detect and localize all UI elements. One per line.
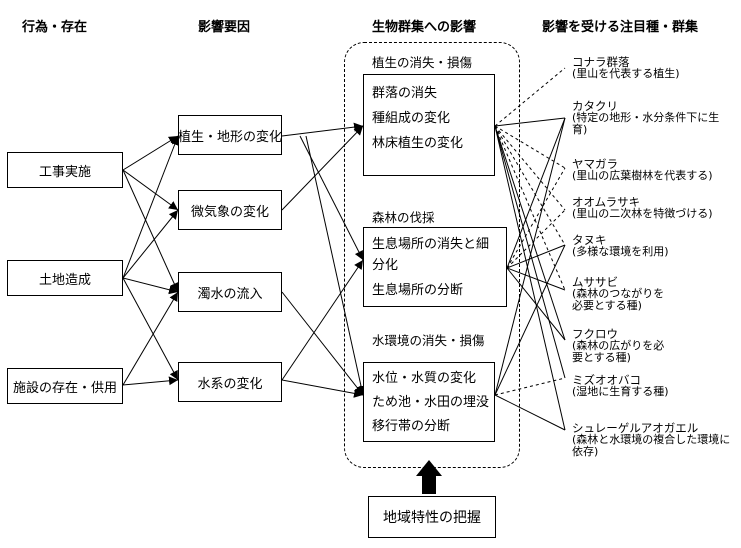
header-factors: 影響要因 <box>198 20 251 35</box>
impact-item: 移行帯の分断 <box>372 419 451 434</box>
header-actions: 行為・存在 <box>22 20 88 35</box>
impact-title-forest: 森林の伐採 <box>372 210 435 225</box>
factor-vegetation-terrain: 植生・地形の変化 <box>178 115 282 155</box>
impact-item: 群落の消失 <box>372 86 438 101</box>
impact-item: 水位・水質の変化 <box>372 371 477 386</box>
arrow-vegetation-impact3 <box>305 135 366 396</box>
impact-group <box>344 42 520 468</box>
arrow-facility-turbid <box>122 291 179 386</box>
species-tanuki: タヌキ (多様な環境を利用) <box>572 233 669 258</box>
species-musasabi: ムササビ (森林のつながりを必要とする種) <box>572 275 665 312</box>
impact-item: 種組成の変化 <box>372 111 451 126</box>
arrow-land-water <box>122 277 179 381</box>
arrow-construction-vegetation <box>122 135 179 171</box>
base-regional-characteristics: 地域特性の把握 <box>368 496 496 538</box>
header-impact: 生物群集への影響 <box>372 20 477 35</box>
impact-title-water: 水環境の消失・損傷 <box>372 333 485 348</box>
arrow-construction-turbid <box>122 169 179 293</box>
header-species: 影響を受ける注目種・群集 <box>542 20 699 35</box>
arrow-water-impact3 <box>281 379 364 398</box>
impact-box-forest: 生息場所の消失と細分化 生息場所の分断 <box>363 227 507 307</box>
impact-item: ため池・水田の埋没 <box>372 395 490 410</box>
species-mizuoobako: ミズオオバコ (湿地に生育する種) <box>572 373 669 398</box>
impact-item: 林床植生の変化 <box>372 136 464 151</box>
arrow-vegetation-impact1 <box>281 122 364 137</box>
arrow-construction-microclimate <box>122 169 179 211</box>
factor-microclimate: 微気象の変化 <box>178 190 282 230</box>
factor-turbid-water: 濁水の流入 <box>178 272 282 312</box>
arrow-land-vegetation <box>122 135 179 279</box>
base-arrow-head <box>416 460 442 476</box>
action-construction: 工事実施 <box>7 152 123 188</box>
arrow-microclimate-impact1 <box>281 125 364 211</box>
arrow-facility-water <box>122 376 179 386</box>
species-oomurasaki: オオムラサキ (里山の二次林を特徴づける) <box>572 195 713 220</box>
species-fukurou: フクロウ (森林の広がりを必要とする種) <box>572 327 665 364</box>
action-facility: 施設の存在・供用 <box>7 368 123 404</box>
arrow-land-microclimate <box>122 209 179 279</box>
impact-box-vegetation: 群落の消失 種組成の変化 林床植生の変化 <box>363 74 495 176</box>
arrow-land-turbid <box>122 277 179 295</box>
action-land-development: 土地造成 <box>7 260 123 296</box>
impact-box-water: 水位・水質の変化 ため池・水田の埋没 移行帯の分断 <box>363 362 495 442</box>
arrow-turbid-impact3 <box>281 291 364 396</box>
factor-water-system: 水系の変化 <box>178 362 282 402</box>
species-katakuri: カタクリ (特定の地形・水分条件下に生育) <box>572 99 720 136</box>
species-konara: コナラ群落 (里山を代表する植生) <box>572 55 680 80</box>
impact-item: 生息場所の消失と細分化 <box>372 237 490 273</box>
arrow-water-impact2 <box>281 259 364 381</box>
impact-title-vegetation: 植生の消失・損傷 <box>372 55 473 70</box>
impact-item: 生息場所の分断 <box>372 283 464 298</box>
species-yamagara: ヤマガラ (里山の広葉樹林を代表する) <box>572 157 713 182</box>
species-schlegel-frog: シュレーゲルアオガエル (森林と水環境の複合した環境に依存) <box>572 421 731 458</box>
